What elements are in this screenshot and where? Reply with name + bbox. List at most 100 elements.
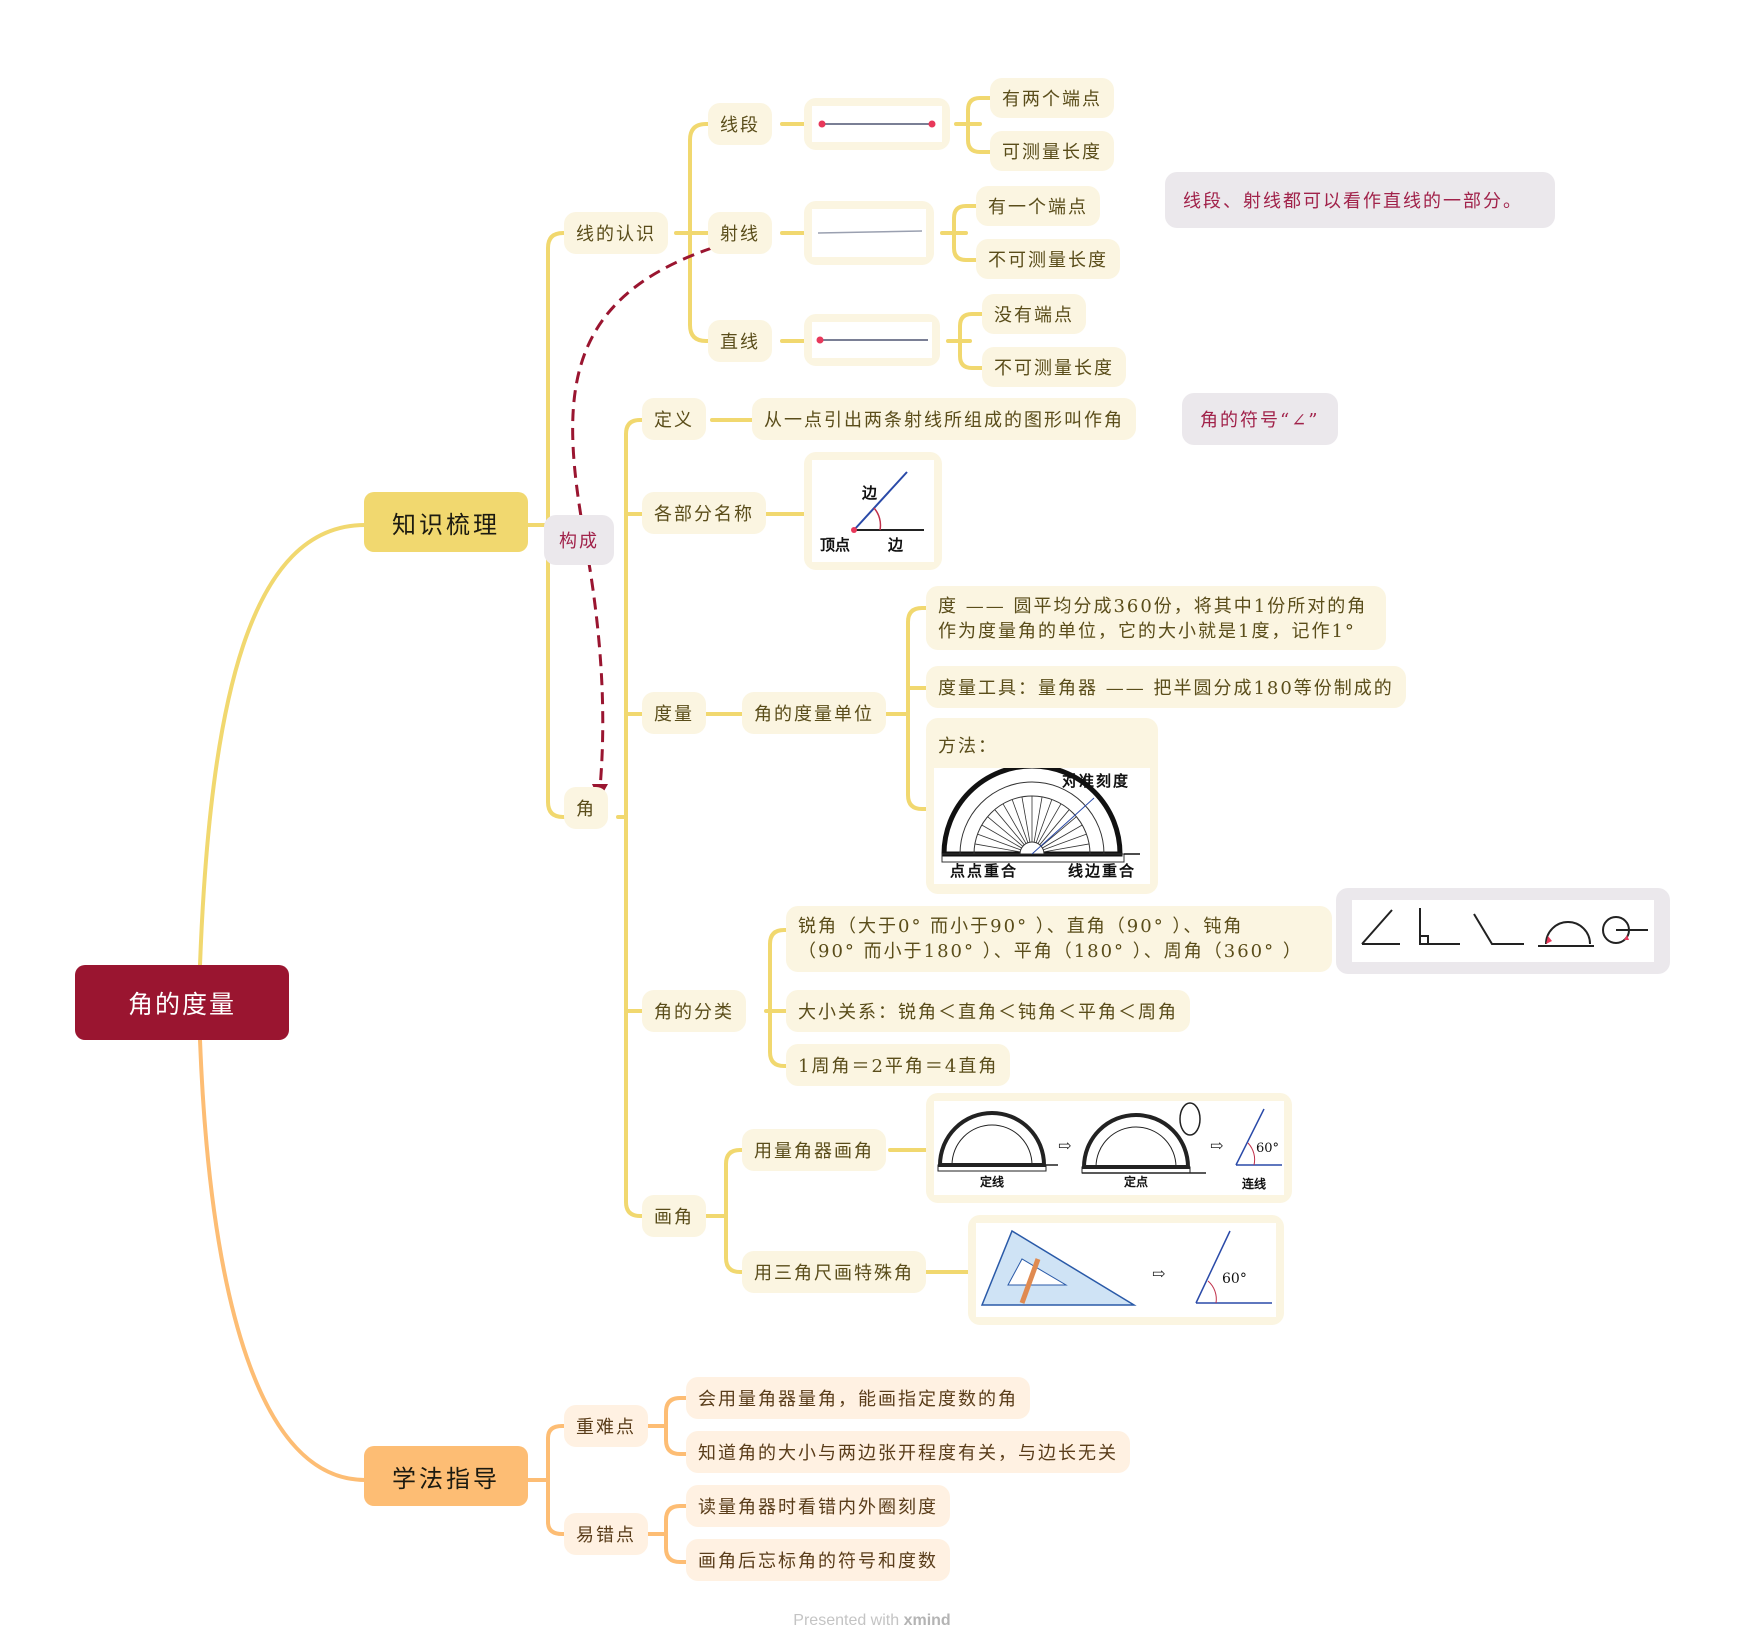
segment-figure <box>818 120 936 128</box>
link-root-method <box>198 1038 367 1482</box>
line-figure <box>816 336 928 344</box>
protractor-tick <box>1033 796 1043 843</box>
line-prop-2[interactable]: 不可测量长度 <box>982 347 1126 387</box>
definition-text[interactable]: 从一点引出两条射线所组成的图形叫作角 <box>752 398 1136 440</box>
angle-symbol-note-text: 角的符号“∠” <box>1200 410 1320 431</box>
mistake-text: 画角后忘标角的符号和度数 <box>698 1551 938 1572</box>
mistake-item[interactable]: 读量角器时看错内外圈刻度 <box>686 1485 950 1527</box>
relation-label-text: 构成 <box>559 531 599 552</box>
angle-symbol-note[interactable]: 角的符号“∠” <box>1182 393 1338 445</box>
protractor-tick <box>1037 803 1062 844</box>
topic-ray[interactable]: 射线 <box>708 212 772 254</box>
topic-lines-label: 线的认识 <box>576 224 656 245</box>
topic-lines[interactable]: 线的认识 <box>564 212 668 254</box>
angle-size-relation[interactable]: 大小关系：锐角＜直角＜钝角＜平角＜周角 <box>786 990 1190 1032</box>
arrow-icon: ⇨ <box>1210 1136 1223 1155</box>
topic-parts[interactable]: 各部分名称 <box>642 492 766 534</box>
label-point-match: 点点重合 <box>950 862 1019 880</box>
topic-drawing[interactable]: 画角 <box>642 1195 706 1237</box>
footer-credit: Presented with xmind <box>0 1612 1744 1630</box>
root-topic[interactable]: 角的度量 <box>75 965 289 1040</box>
topic-draw-triangle-label: 用三角尺画特殊角 <box>754 1263 914 1284</box>
relation-label[interactable]: 构成 <box>544 515 614 565</box>
measure-tool[interactable]: 度量工具：量角器 —— 把半圆分成180等份制成的 <box>926 666 1406 708</box>
protractor-image: 对准刻度 点点重合 线边重合 <box>934 763 1150 884</box>
prop-text: 没有端点 <box>994 305 1074 326</box>
branch-knowledge-label: 知识梳理 <box>392 510 500 539</box>
step-label: 定点 <box>1124 1175 1149 1189</box>
topic-definition[interactable]: 定义 <box>642 398 706 440</box>
label-align-scale: 对准刻度 <box>1062 772 1131 790</box>
topic-segment-label: 线段 <box>720 115 760 136</box>
angle-equation[interactable]: 1周角＝2平角＝4直角 <box>786 1044 1011 1086</box>
segment-prop-2[interactable]: 可测量长度 <box>990 131 1114 171</box>
protractor-tick <box>1011 799 1029 843</box>
obtuse-angle-icon <box>1473 913 1524 945</box>
segment-prop-1[interactable]: 有两个端点 <box>990 78 1114 118</box>
topic-draw-triangle[interactable]: 用三角尺画特殊角 <box>742 1251 926 1293</box>
topic-measure[interactable]: 度量 <box>642 692 706 734</box>
branch-method-label: 学法指导 <box>392 1464 500 1493</box>
topic-line-label: 直线 <box>720 332 760 353</box>
label-side-bottom: 边 <box>888 536 904 554</box>
topic-draw-protractor-label: 用量角器画角 <box>754 1141 874 1162</box>
footer-brand: xmind <box>903 1612 951 1629</box>
key-point-text: 知道角的大小与两边张开程度有关，与边长无关 <box>698 1443 1118 1464</box>
protractor-tick <box>1043 833 1087 851</box>
branch-method[interactable]: 学法指导 <box>364 1446 528 1506</box>
angle-parts-image: 边 顶点 边 <box>804 452 942 570</box>
label-side-match: 线边重合 <box>1068 862 1137 880</box>
topic-angle[interactable]: 角 <box>564 787 608 829</box>
topic-angle-label: 角 <box>576 799 596 820</box>
topic-mistakes[interactable]: 易错点 <box>564 1513 648 1555</box>
lines-note[interactable]: 线段、射线都可以看作直线的一部分。 <box>1165 172 1555 228</box>
degree-definition[interactable]: 度 —— 圆平均分成360份，将其中1份所对的角 作为度量角的单位，它的大小就是… <box>926 586 1386 650</box>
topic-measure-unit[interactable]: 角的度量单位 <box>742 692 886 734</box>
protractor-tick <box>1040 816 1077 847</box>
topic-segment[interactable]: 线段 <box>708 103 772 145</box>
topic-mistakes-label: 易错点 <box>576 1525 636 1546</box>
root-topic-label: 角的度量 <box>127 989 236 1019</box>
angle-value-label: 60° <box>1256 1141 1280 1156</box>
degree-line-2: 作为度量角的单位，它的大小就是1度，记作1° <box>938 621 1356 642</box>
branch-knowledge[interactable]: 知识梳理 <box>364 492 528 552</box>
ray-prop-2[interactable]: 不可测量长度 <box>976 239 1120 279</box>
key-point-item[interactable]: 会用量角器量角，能画指定度数的角 <box>686 1377 1030 1419</box>
link-lines-bracket <box>674 122 714 343</box>
arrow-icon: ⇨ <box>1152 1264 1165 1283</box>
prop-text: 不可测量长度 <box>994 358 1114 379</box>
topic-drawing-label: 画角 <box>654 1207 694 1228</box>
mistake-item[interactable]: 画角后忘标角的符号和度数 <box>686 1539 950 1581</box>
draw-protractor-image: ⇨ ⇨ 定线 定点 连线 60° <box>926 1093 1292 1203</box>
segment-image <box>804 98 950 150</box>
line-prop-1[interactable]: 没有端点 <box>982 294 1086 334</box>
angle-types[interactable]: 锐角（大于0° 而小于90° ）、直角（90° ）、钝角 （90° 而小于180… <box>786 906 1332 972</box>
measure-method[interactable]: 方法： 对准刻度 点点重合 线边重合 <box>926 718 1158 894</box>
label-side-top: 边 <box>862 484 878 502</box>
topic-parts-label: 各部分名称 <box>654 504 754 525</box>
draw-triangle-image: ⇨ 60° <box>968 1215 1284 1325</box>
topic-measure-unit-label: 角的度量单位 <box>754 704 874 725</box>
topic-key-points[interactable]: 重难点 <box>564 1405 648 1447</box>
topic-definition-label: 定义 <box>654 410 694 431</box>
prop-text: 可测量长度 <box>1002 142 1102 163</box>
topic-measure-label: 度量 <box>654 704 694 725</box>
key-point-item[interactable]: 知道角的大小与两边张开程度有关，与边长无关 <box>686 1431 1130 1473</box>
protractor-tick <box>977 833 1021 851</box>
right-angle-icon <box>1419 908 1460 945</box>
protractor-tick <box>1039 809 1070 846</box>
topic-classification[interactable]: 角的分类 <box>642 990 746 1032</box>
topic-line[interactable]: 直线 <box>708 320 772 362</box>
key-point-text: 会用量角器量角，能画指定度数的角 <box>698 1389 1018 1410</box>
lines-note-text: 线段、射线都可以看作直线的一部分。 <box>1183 191 1523 212</box>
ray-prop-1[interactable]: 有一个端点 <box>976 186 1100 226</box>
topic-ray-label: 射线 <box>720 224 760 245</box>
protractor-tick <box>1043 843 1090 853</box>
prop-text: 有两个端点 <box>1002 89 1102 110</box>
protractor-tick <box>1002 803 1027 844</box>
protractor-tick <box>987 816 1024 847</box>
protractor-tick <box>1042 824 1083 849</box>
topic-draw-protractor[interactable]: 用量角器画角 <box>742 1129 886 1171</box>
angle-types-line-1: 锐角（大于0° 而小于90° ）、直角（90° ）、钝角 <box>798 916 1244 937</box>
angle-equation-text: 1周角＝2平角＝4直角 <box>798 1056 999 1077</box>
